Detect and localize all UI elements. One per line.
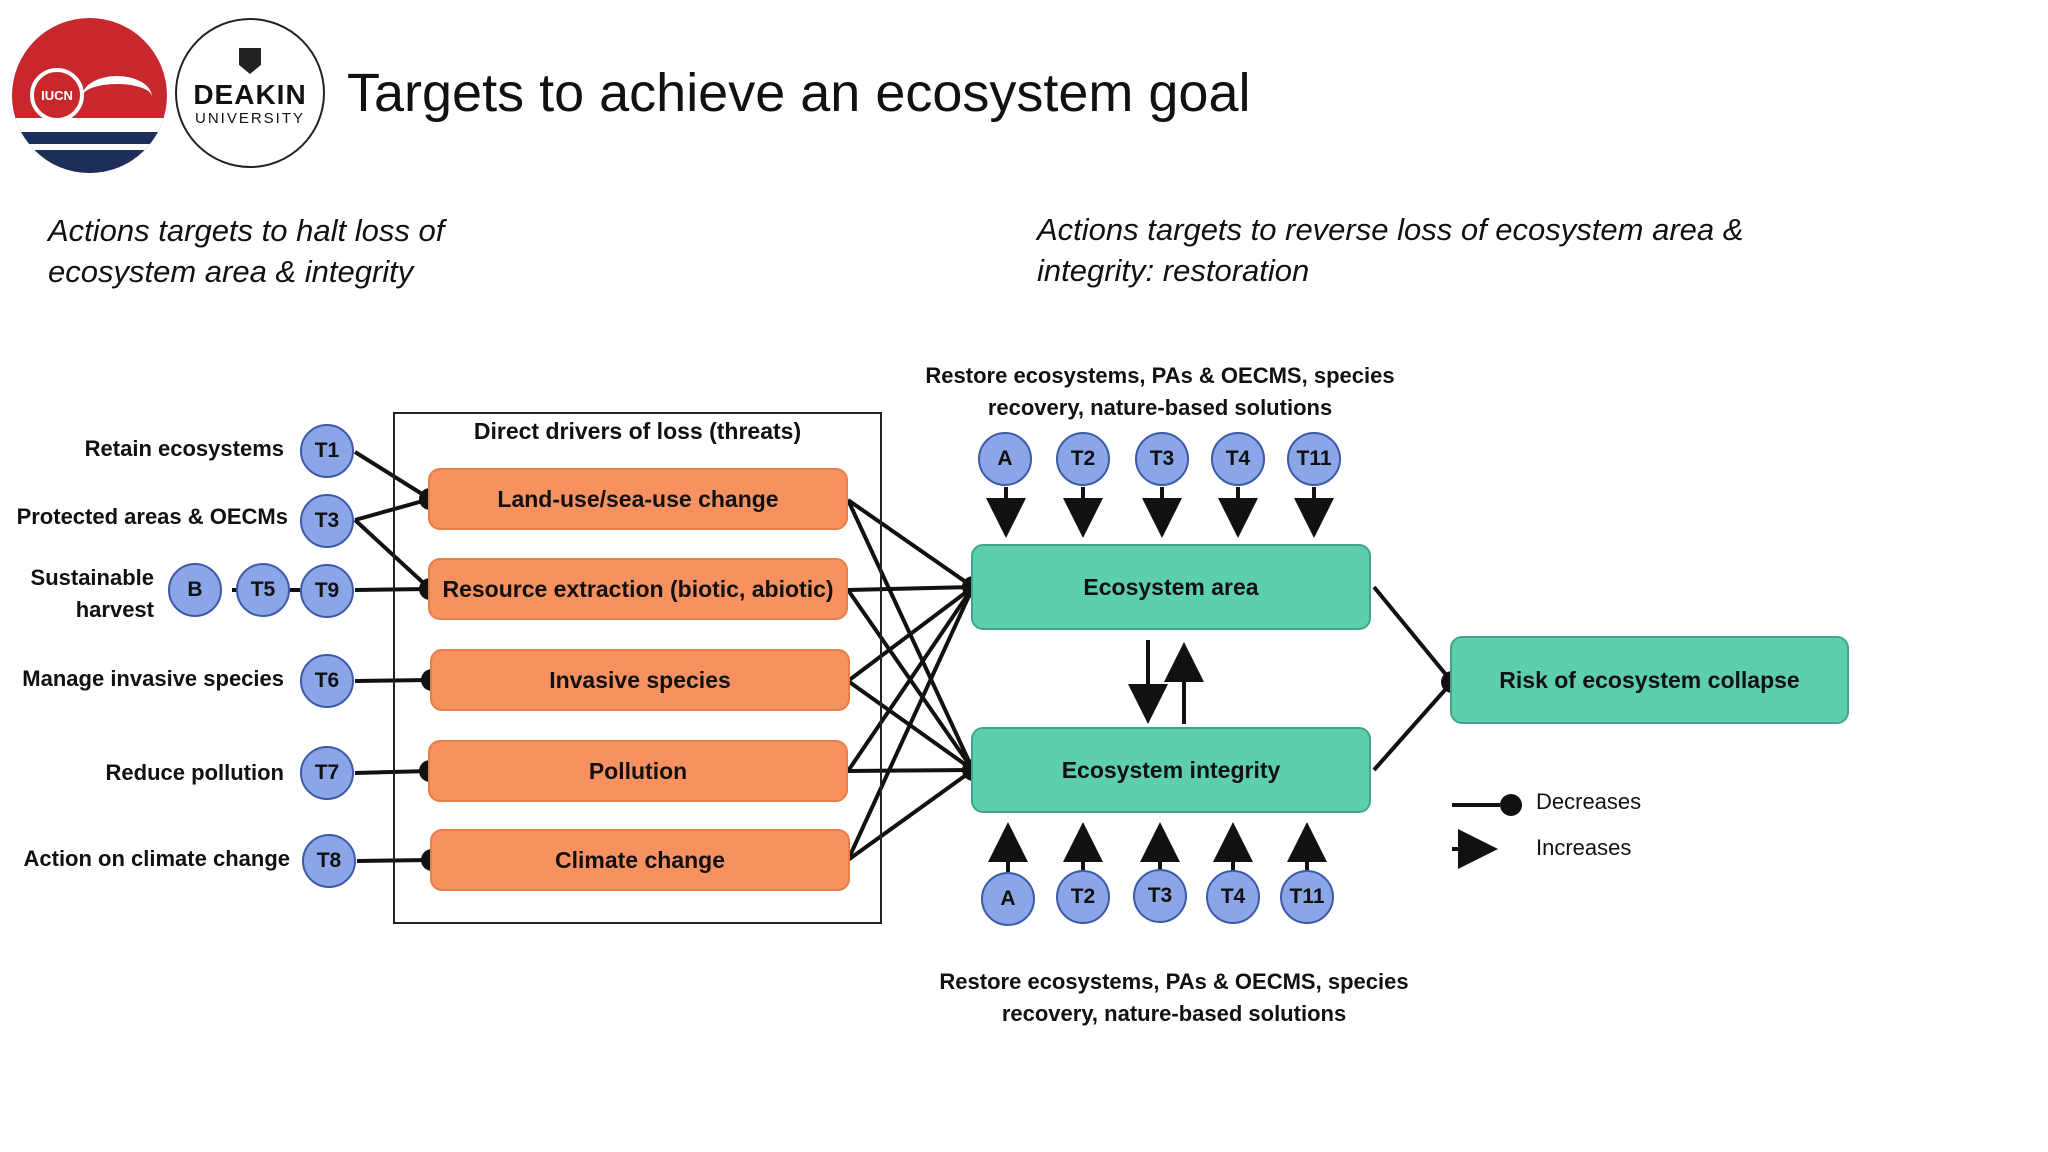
line-landuse-area: [846, 498, 975, 589]
target-t6: T6: [300, 654, 354, 708]
action-invasive-label: Manage invasive species: [22, 666, 284, 691]
restore-bottom-label: Restore ecosystems, PAs & OECMS, species…: [924, 966, 1424, 1030]
restore-top-t11: T11: [1287, 432, 1341, 486]
restore-bottom-t3: T3: [1133, 869, 1187, 923]
restore-bottom-a: A: [981, 872, 1035, 926]
target-t5: T5: [236, 563, 290, 617]
legend-decreases-label: Decreases: [1536, 789, 1642, 814]
target-b: B: [168, 563, 222, 617]
line-t3-resource: [353, 518, 432, 591]
line-area-risk: [1372, 585, 1454, 684]
legend-decreases-dot: [1500, 794, 1522, 816]
right-subtitle-line1: Actions targets to reverse loss of ecosy…: [1037, 212, 1744, 247]
line-t1-landuse: [353, 450, 432, 501]
action-pollution-label: Reduce pollution: [105, 760, 284, 785]
restore-top-t3: T3: [1135, 432, 1189, 486]
restore-bottom-t11: T11: [1280, 870, 1334, 924]
right-subtitle-line2: integrity: restoration: [1037, 253, 1310, 288]
line-t7-pollution: [354, 769, 431, 775]
line-t9-resource: [354, 587, 431, 592]
target-t7: T7: [300, 746, 354, 800]
action-climate-label: Action on climate change: [23, 846, 291, 871]
line-integrity-risk: [1372, 680, 1454, 772]
restore-top-line2: recovery, nature-based solutions: [987, 395, 1333, 420]
drivers-frame: [393, 412, 882, 924]
restore-bottom-t4: T4: [1206, 870, 1260, 924]
action-sustainable-line1: Sustainable: [30, 565, 154, 590]
line-pollution-area: [846, 585, 975, 773]
line-climate-area: [846, 586, 975, 861]
restore-top-a: A: [978, 432, 1032, 486]
driver-resource-extraction: Resource extraction (biotic, abiotic): [428, 558, 848, 620]
line-pollution-integrity: [847, 768, 974, 773]
restore-top-label: Restore ecosystems, PAs & OECMS, species…: [910, 360, 1410, 424]
line-resource-area: [847, 585, 974, 592]
action-sustainable-line2: harvest: [75, 597, 154, 622]
driver-pollution: Pollution: [428, 740, 848, 802]
target-t1: T1: [300, 424, 354, 478]
restore-bottom-line1: Restore ecosystems, PAs & OECMS, species: [939, 969, 1409, 994]
restore-top-t4: T4: [1211, 432, 1265, 486]
restore-bottom-line2: recovery, nature-based solutions: [1001, 1001, 1347, 1026]
deakin-logo-sub: UNIVERSITY: [194, 110, 305, 127]
iucn-bird-shape: [82, 76, 152, 118]
ecosystem-area-box: Ecosystem area: [971, 544, 1371, 630]
driver-invasive: Invasive species: [430, 649, 850, 711]
line-invasive-area: [846, 585, 975, 683]
deakin-crest-icon: [239, 48, 261, 74]
driver-climate: Climate change: [430, 829, 850, 891]
legend-increases-label: Increases: [1536, 835, 1632, 860]
target-t9: T9: [300, 564, 354, 618]
iucn-logo: IUCN: [12, 18, 167, 173]
right-subtitle: Actions targets to reverse loss of ecosy…: [1037, 209, 1743, 291]
ecosystem-integrity-box: Ecosystem integrity: [971, 727, 1371, 813]
restore-top-line1: Restore ecosystems, PAs & OECMS, species: [925, 363, 1395, 388]
page-title: Targets to achieve an ecosystem goal: [347, 63, 1251, 123]
target-t3-left: T3: [300, 494, 354, 548]
restore-top-t2: T2: [1056, 432, 1110, 486]
left-subtitle: Actions targets to halt loss of ecosyste…: [48, 210, 444, 292]
line-t3-landuse: [354, 497, 431, 522]
drivers-frame-title: Direct drivers of loss (threats): [473, 418, 802, 444]
deakin-logo-name: DEAKIN: [193, 79, 307, 110]
driver-landuse: Land-use/sea-use change: [428, 468, 848, 530]
left-subtitle-line1: Actions targets to halt loss of: [48, 213, 445, 248]
risk-of-collapse-box: Risk of ecosystem collapse: [1450, 636, 1849, 724]
restore-bottom-t2: T2: [1056, 870, 1110, 924]
target-t8: T8: [302, 834, 356, 888]
action-protected-label: Protected areas & OECMs: [16, 504, 288, 529]
deakin-logo: DEAKIN UNIVERSITY: [175, 18, 325, 168]
action-retain-label: Retain ecosystems: [84, 436, 284, 461]
line-climate-integrity: [846, 768, 975, 862]
left-subtitle-line2: ecosystem area & integrity: [48, 254, 414, 289]
action-sustainable-label: Sustainable harvest: [31, 562, 154, 626]
